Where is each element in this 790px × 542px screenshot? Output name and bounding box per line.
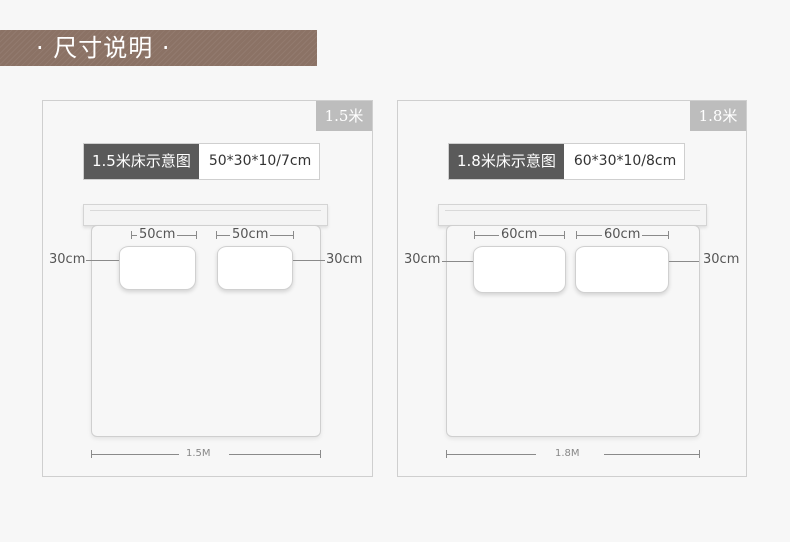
dimension-tick bbox=[320, 450, 321, 458]
dimension-line bbox=[229, 454, 320, 455]
dimension-line bbox=[86, 260, 119, 261]
dimension-line bbox=[604, 454, 699, 455]
dimension-line bbox=[293, 260, 325, 261]
dimension-tick bbox=[216, 231, 217, 239]
side-gap-label-left: 30cm bbox=[49, 252, 86, 268]
dimension-tick bbox=[576, 231, 577, 239]
pillow-width-label: 50cm bbox=[230, 227, 271, 243]
dimension-tick bbox=[668, 231, 669, 239]
dimension-tick bbox=[293, 231, 294, 239]
bed-diagram-1-8m: 1.8米 1.8米床示意图 60*30*10/8cm 60cm 60cm 30c… bbox=[397, 100, 747, 477]
pillow bbox=[473, 246, 566, 293]
size-tag: 1.5米 bbox=[316, 101, 372, 131]
diagram-label: 1.8米床示意图 60*30*10/8cm bbox=[448, 143, 686, 180]
headboard bbox=[83, 204, 328, 226]
headboard bbox=[438, 204, 707, 226]
diagram-title: 1.5米床示意图 bbox=[84, 144, 199, 179]
pillow-width-label: 50cm bbox=[137, 227, 178, 243]
dimension-tick bbox=[474, 231, 475, 239]
side-gap-label-left: 30cm bbox=[404, 252, 441, 268]
pillow-width-label: 60cm bbox=[602, 227, 643, 243]
diagram-label: 1.5米床示意图 50*30*10/7cm bbox=[83, 143, 321, 180]
dimension-line bbox=[91, 454, 179, 455]
pillow bbox=[575, 246, 669, 293]
pillow bbox=[119, 246, 196, 290]
pillow-width-label: 60cm bbox=[499, 227, 540, 243]
dimension-line bbox=[442, 261, 473, 262]
side-gap-label-right: 30cm bbox=[703, 252, 740, 268]
dimension-tick bbox=[564, 231, 565, 239]
dimension-tick bbox=[131, 231, 132, 239]
dimension-line bbox=[669, 261, 699, 262]
pillow-spec: 60*30*10/8cm bbox=[573, 153, 677, 169]
section-title: · 尺寸说明 · bbox=[0, 30, 317, 66]
bed-width-label: 1.5M bbox=[186, 448, 211, 459]
diagram-title: 1.8米床示意图 bbox=[449, 144, 564, 179]
size-tag: 1.8米 bbox=[690, 101, 746, 131]
bed-diagram-1-5m: 1.5米 1.5米床示意图 50*30*10/7cm 50cm 50cm 30c… bbox=[42, 100, 373, 477]
side-gap-label-right: 30cm bbox=[326, 252, 363, 268]
bed-width-label: 1.8M bbox=[555, 448, 580, 459]
pillow-spec: 50*30*10/7cm bbox=[208, 153, 312, 169]
pillow bbox=[217, 246, 293, 290]
dimension-tick bbox=[196, 231, 197, 239]
dimension-line bbox=[446, 454, 536, 455]
dimension-tick bbox=[699, 450, 700, 458]
